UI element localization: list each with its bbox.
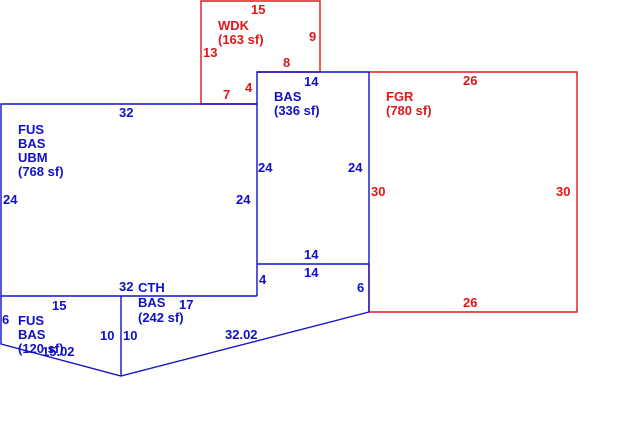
dim-small-left: 6 — [2, 312, 9, 327]
cth-group: CTH BAS (242 sf) 17 10 32.02 — [123, 280, 258, 343]
fus-small-line1: FUS — [18, 313, 44, 328]
bas-mid-group: BAS (336 sf) 14 24 24 14 14 4 6 — [258, 74, 364, 295]
dim-fgr-bottom: 26 — [463, 295, 477, 310]
fus-main-line1: FUS — [18, 122, 44, 137]
wdk-area-size: (163 sf) — [218, 32, 264, 47]
dim-cth-left: 10 — [123, 328, 137, 343]
dim-wdk-inner-8: 8 — [283, 55, 290, 70]
dim-bas-bottom: 14 — [304, 247, 319, 262]
wdk-area-code: WDK — [218, 18, 250, 33]
cth-area-code: CTH — [138, 280, 165, 295]
dim-fgr-left: 30 — [371, 184, 385, 199]
wdk-group: WDK (163 sf) 15 9 13 8 4 7 — [203, 2, 316, 102]
dim-cth-diag: 32.02 — [225, 327, 258, 342]
dim-fus-left: 24 — [3, 192, 18, 207]
dim-cth-17: 17 — [179, 297, 193, 312]
dim-bas-bottom-2: 14 — [304, 265, 319, 280]
dim-fgr-top: 26 — [463, 73, 477, 88]
dim-wdk-bottom-7: 7 — [223, 87, 230, 102]
fus-main-outline — [0, 103, 257, 297]
dim-small-top: 15 — [52, 298, 66, 313]
dim-bas-left: 24 — [258, 160, 273, 175]
dim-bas-right: 24 — [348, 160, 363, 175]
dim-fus-right: 24 — [236, 192, 251, 207]
fus-main-size: (768 sf) — [18, 164, 64, 179]
bas-mid-area-size: (336 sf) — [274, 103, 320, 118]
fus-small-size: (120 sf) — [18, 341, 64, 356]
fus-small-line2: BAS — [18, 327, 46, 342]
fus-main-line3: UBM — [18, 150, 48, 165]
cth-line2: BAS — [138, 295, 166, 310]
fgr-area-size: (780 sf) — [386, 103, 432, 118]
dim-fgr-right: 30 — [556, 184, 570, 199]
bas-mid-outline — [256, 71, 370, 312]
dim-small-right: 10 — [100, 328, 114, 343]
dim-wdk-top: 15 — [251, 2, 265, 17]
fgr-group: FGR (780 sf) 26 30 30 26 — [371, 73, 570, 310]
dim-fus-bottom: 32 — [119, 279, 133, 294]
dim-bas-step-4: 4 — [259, 272, 267, 287]
dim-bas-top: 14 — [304, 74, 319, 89]
lower-outline — [0, 296, 370, 377]
dim-wdk-left: 13 — [203, 45, 217, 60]
fgr-area-code: FGR — [386, 89, 414, 104]
cth-area-size: (242 sf) — [138, 310, 184, 325]
dim-small-diag: 15.02 — [42, 344, 75, 359]
dim-fus-top: 32 — [119, 105, 133, 120]
fus-main-line2: BAS — [18, 136, 46, 151]
dim-bas-step-6: 6 — [357, 280, 364, 295]
fus-small-group: 15 FUS BAS (120 sf) 6 10 15.02 — [2, 298, 114, 359]
fus-main-group: FUS BAS UBM (768 sf) 32 24 24 32 — [3, 105, 251, 294]
dim-wdk-right: 9 — [309, 29, 316, 44]
bas-mid-area-code: BAS — [274, 89, 302, 104]
dim-wdk-inner-4: 4 — [245, 80, 253, 95]
